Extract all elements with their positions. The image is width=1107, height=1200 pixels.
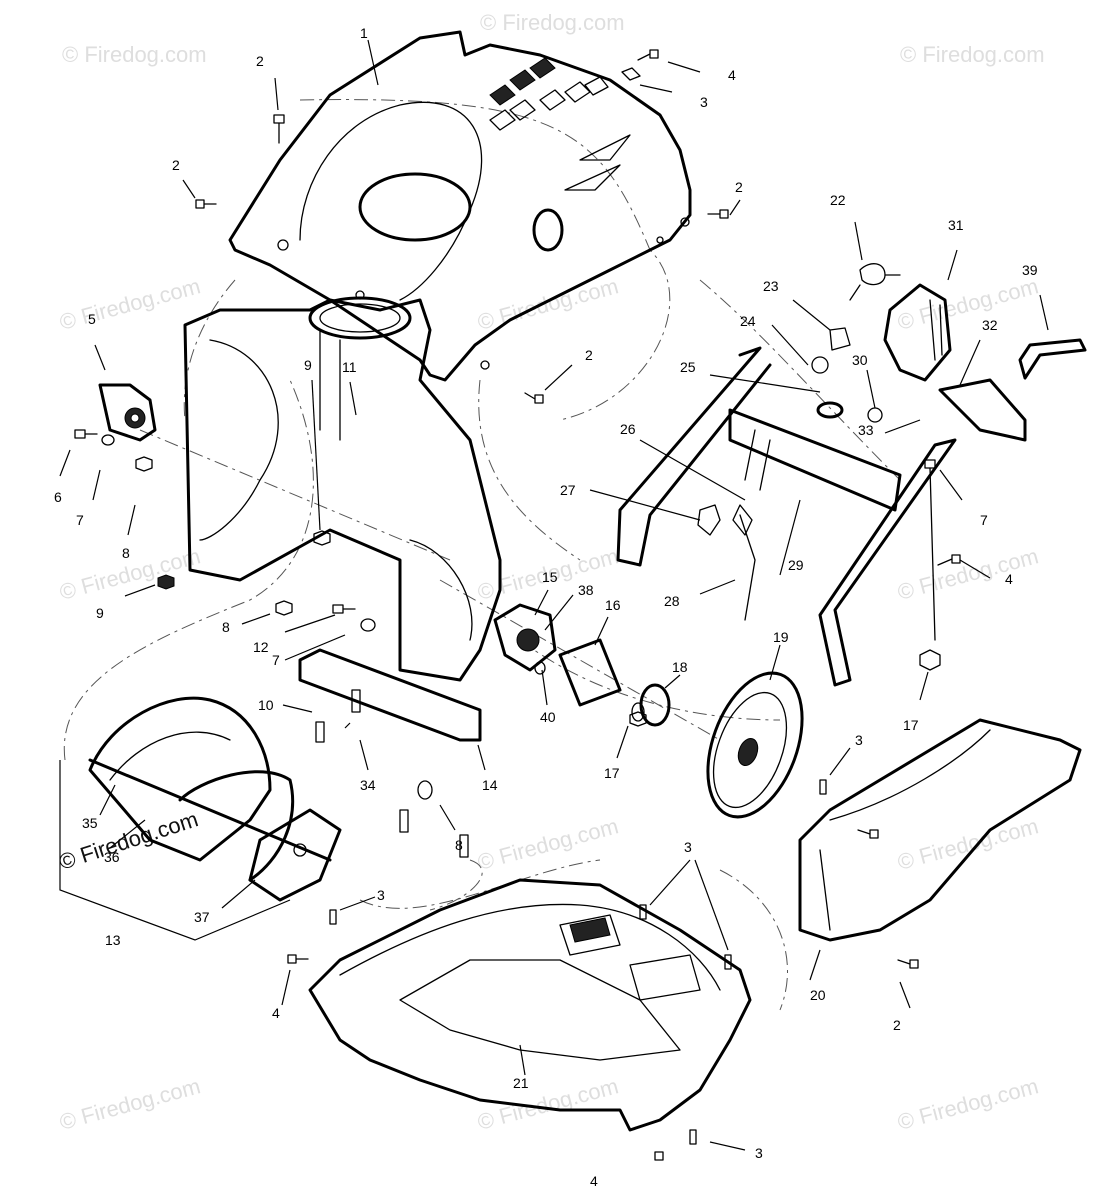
callout-33: 33	[858, 422, 874, 438]
callout-2: 2	[735, 179, 743, 195]
callout-32: 32	[982, 317, 998, 333]
callout-8: 8	[222, 619, 230, 635]
callout-27: 27	[560, 482, 576, 498]
callout-15: 15	[542, 569, 558, 585]
callout-7: 7	[272, 652, 280, 668]
callout-12: 12	[253, 639, 269, 655]
callout-25: 25	[680, 359, 696, 375]
side-chute-cover	[798, 718, 1082, 942]
callout-35: 35	[82, 815, 98, 831]
callout-5: 5	[88, 311, 96, 327]
callout-3: 3	[855, 732, 863, 748]
callout-10: 10	[258, 697, 274, 713]
bottom-pan	[308, 878, 752, 1132]
watermark-text: © Firedog.com	[895, 813, 1041, 875]
callout-22: 22	[830, 192, 846, 208]
callout-31: 31	[948, 217, 964, 233]
watermark-text: © Firedog.com	[62, 42, 207, 67]
watermark-text: © Firedog.com	[895, 543, 1041, 605]
callout-3: 3	[684, 839, 692, 855]
watermark-text: © Firedog.com	[900, 42, 1045, 67]
callout-26: 26	[620, 421, 636, 437]
watermark-text: © Firedog.com	[57, 543, 203, 605]
watermark-text: © Firedog.com	[475, 1073, 621, 1135]
bearing-flange	[98, 383, 157, 442]
callout-29: 29	[788, 557, 804, 573]
callout-17: 17	[604, 765, 620, 781]
auger-assembly	[88, 696, 342, 902]
callout-39: 39	[1022, 262, 1038, 278]
callout-18: 18	[672, 659, 688, 675]
watermark-text: © Firedog.com	[57, 1073, 203, 1135]
callout-34: 34	[360, 777, 376, 793]
callout-16: 16	[605, 597, 621, 613]
callout-21: 21	[513, 1075, 529, 1091]
callout-2: 2	[172, 157, 180, 173]
callout-2: 2	[585, 347, 593, 363]
handle-frame	[616, 346, 957, 687]
callout-8: 8	[122, 545, 130, 561]
callout-2: 2	[256, 53, 264, 69]
callout-8: 8	[455, 837, 463, 853]
callout-30: 30	[852, 352, 868, 368]
callout-3: 3	[755, 1145, 763, 1161]
callout-28: 28	[664, 593, 680, 609]
callout-2: 2	[893, 1017, 901, 1033]
watermark-text: © Firedog.com	[480, 10, 625, 35]
scraper-bar	[298, 648, 482, 742]
callout-14: 14	[482, 777, 498, 793]
callout-24: 24	[740, 313, 756, 329]
assembly-paths	[63, 99, 901, 1011]
callout-11: 11	[342, 359, 357, 375]
top-cover	[228, 30, 692, 382]
watermark-text: © Firedog.com	[895, 273, 1041, 335]
watermark-text: © Firedog.com	[57, 273, 203, 335]
auger-housing	[183, 296, 502, 682]
callout-4: 4	[1005, 571, 1013, 587]
callout-3: 3	[700, 94, 708, 110]
callout-4: 4	[272, 1005, 280, 1021]
callout-17: 17	[903, 717, 919, 733]
callout-19: 19	[773, 629, 789, 645]
callout-labels: 1 2 2 2 2 2 4 3 5 6 7 8 9 9 11 8 12 7 10…	[54, 25, 1038, 1189]
wheel-hub-parts	[493, 603, 671, 727]
callout-4: 4	[728, 67, 736, 83]
callout-7: 7	[76, 512, 84, 528]
callout-3: 3	[377, 887, 385, 903]
callout-13: 13	[105, 932, 121, 948]
callout-9: 9	[304, 357, 312, 373]
fasteners	[74, 49, 961, 1161]
callout-6: 6	[54, 489, 62, 505]
page-number: 4	[590, 1173, 598, 1189]
wheel	[706, 671, 804, 819]
callout-38: 38	[578, 582, 594, 598]
watermark-text: © Firedog.com	[475, 273, 621, 335]
watermark-text: © Firedog.com	[895, 1073, 1041, 1135]
callout-9: 9	[96, 605, 104, 621]
callout-1: 1	[360, 25, 368, 41]
callout-40: 40	[540, 709, 556, 725]
callout-20: 20	[810, 987, 826, 1003]
callout-37: 37	[194, 909, 210, 925]
callout-36: 36	[104, 849, 120, 865]
watermark-text: © Firedog.com	[475, 813, 621, 875]
leader-lines	[59, 39, 1049, 1151]
small-hardware	[697, 263, 1087, 671]
callout-23: 23	[763, 278, 779, 294]
callout-7: 7	[980, 512, 988, 528]
